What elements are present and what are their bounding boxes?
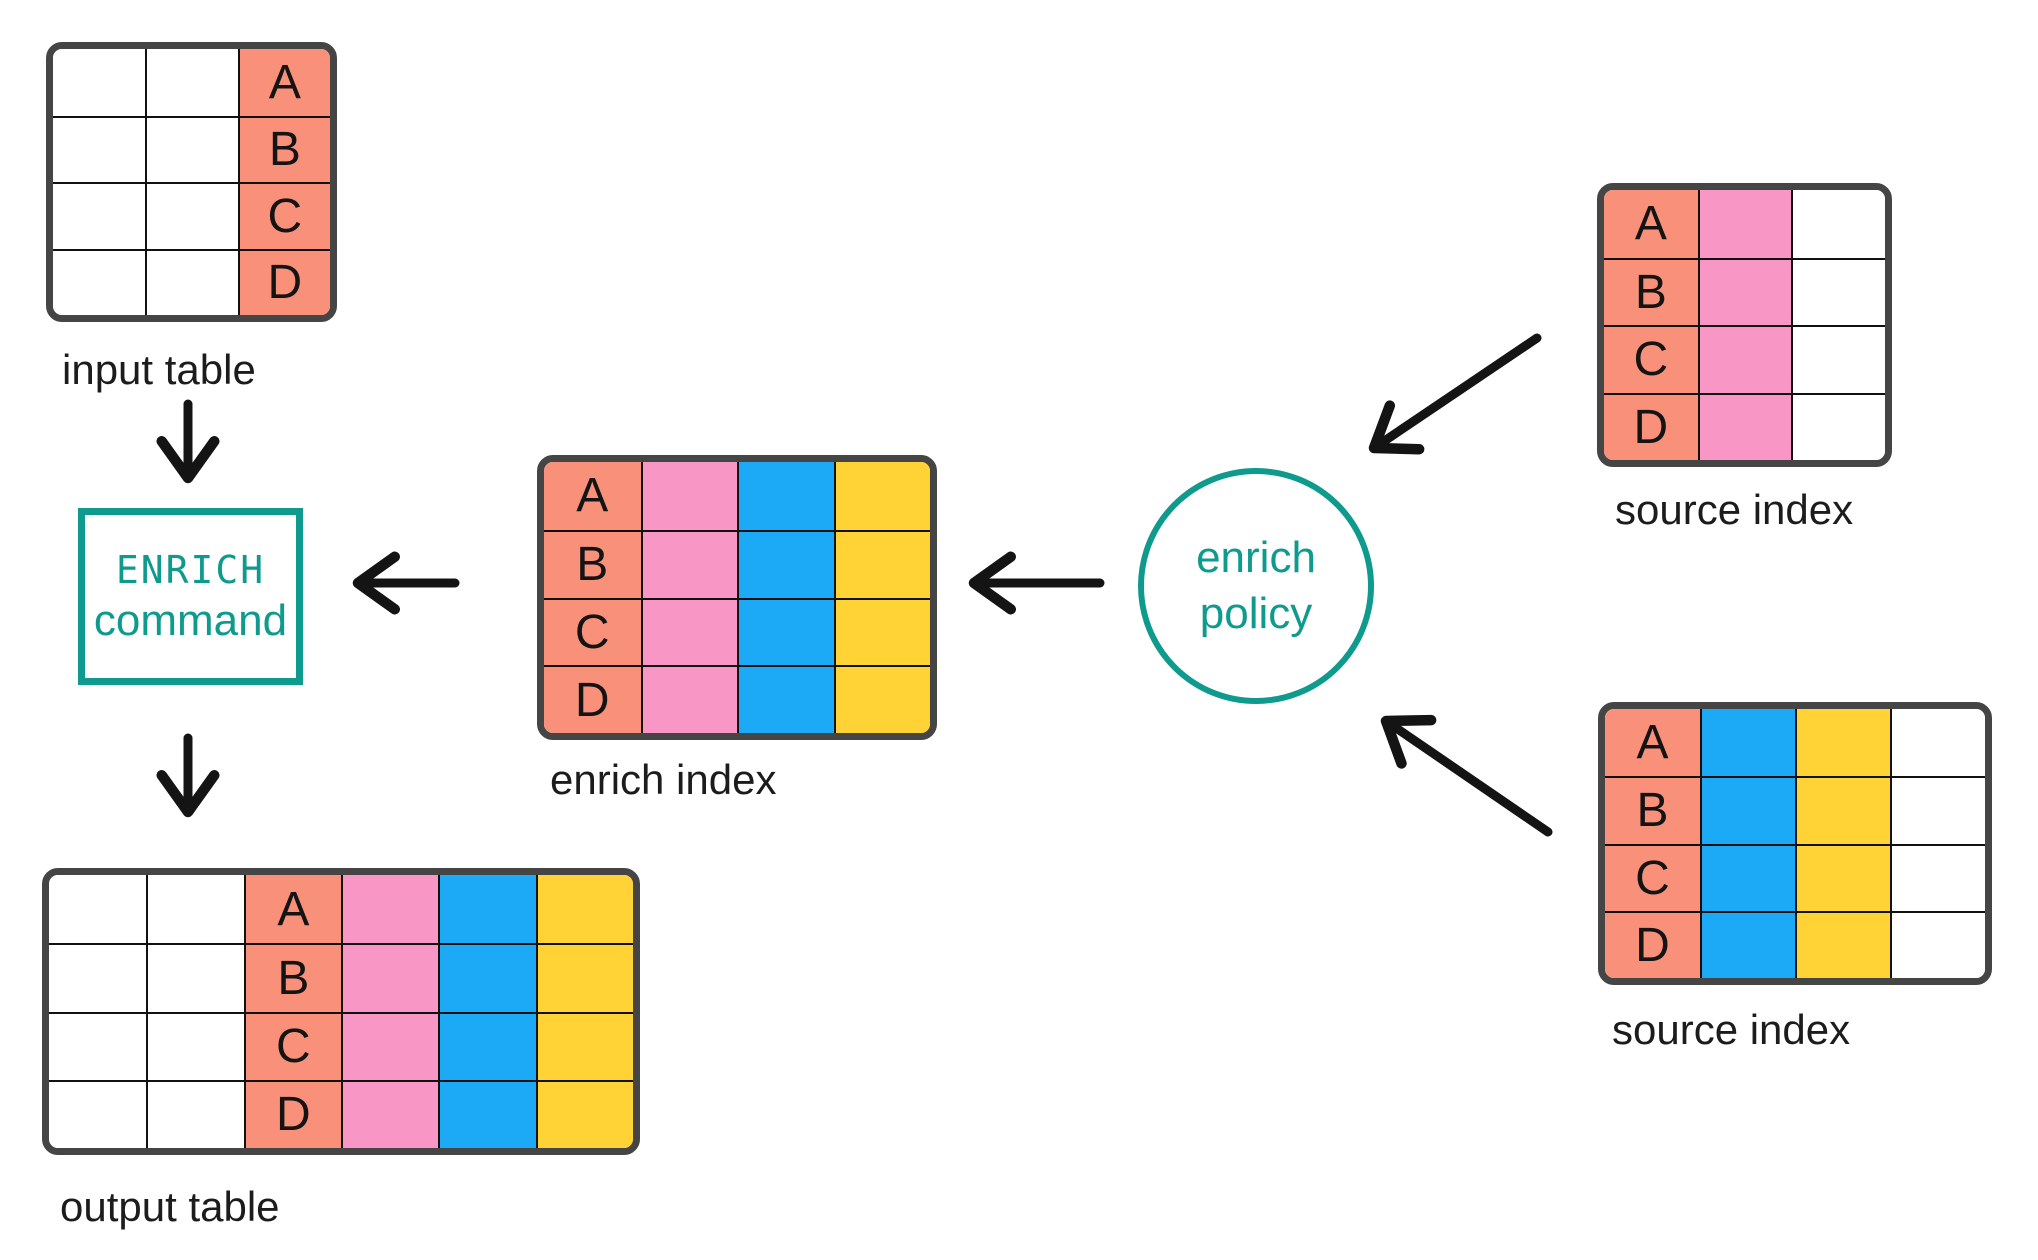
input-table-cell-r2c3: B: [237, 115, 330, 182]
source-index-bottom-cell-r2c2: [1700, 776, 1795, 844]
source-index-bottom-cell-r3c4: [1890, 843, 1985, 911]
output-table-cell-r2c2: [146, 943, 244, 1012]
source-index-top-cell-r3c2: [1697, 325, 1792, 393]
input-table-cell-r3c2: [145, 182, 238, 249]
enrich-index-cell-r1c4: [833, 462, 930, 530]
output-table-label: output table: [60, 1183, 280, 1230]
enrich-index-cell-r4c4: [833, 665, 930, 733]
output-table-cell-r2c1: [49, 943, 147, 1012]
enrich-index-cell-r3c2: [640, 597, 737, 666]
output-table-cell-r3c6: [535, 1011, 633, 1080]
output-table-cell-r2c5: [438, 943, 536, 1012]
enrich-index-label: enrich index: [550, 756, 777, 803]
output-table-cell-r3c3: C: [243, 1011, 341, 1080]
enrich-index-cell-r2c1: B: [544, 529, 641, 598]
input-table-cell-r2c1: [53, 115, 146, 182]
output-table-cell-r4c6: [535, 1079, 633, 1148]
output-table-cell-r1c3: A: [243, 875, 341, 944]
source-index-top-cell-r3c3: [1791, 325, 1885, 393]
source-index-top-cell-r1c3: [1791, 190, 1885, 258]
output-table-cell-r3c5: [438, 1011, 536, 1080]
source-index-bottom-cell-r4c4: [1890, 910, 1985, 978]
source-index-bottom-cell-r1c2: [1700, 709, 1795, 777]
output-table-cell-r3c1: [49, 1011, 147, 1080]
enrich-index-cell-r4c1: D: [544, 665, 641, 733]
enrich-index-cell-r4c3: [737, 665, 834, 733]
source-index-bottom-cell-r1c3: [1795, 709, 1890, 777]
input-table-cell-r2c2: [145, 115, 238, 182]
arrow-source-top-to-policy: [1368, 333, 1542, 455]
enrich-policy-line2: policy: [1199, 589, 1313, 638]
output-table-cell-r2c3: B: [243, 943, 341, 1012]
source-index-top-cell-r2c3: [1791, 257, 1885, 325]
output-table-cell-r3c2: [146, 1011, 244, 1080]
output-table-cell-r1c6: [535, 875, 633, 944]
source-index-top-cell-r3c1: C: [1604, 325, 1698, 393]
output-table-cell-r4c1: [49, 1079, 147, 1148]
enrich-command-word: command: [93, 595, 288, 645]
output-table-cell-r4c2: [146, 1079, 244, 1148]
output-table-cell-r2c4: [341, 943, 439, 1012]
enrich-index-cell-r3c1: C: [544, 597, 641, 666]
enrich-index-cell-r1c2: [640, 462, 737, 530]
output-table-cell-r1c2: [146, 875, 244, 944]
input-table-cell-r3c3: C: [237, 182, 330, 249]
source-index-bottom-cell-r2c1: B: [1605, 776, 1700, 844]
enrich-index-cell-r3c4: [833, 597, 930, 666]
output-table-cell-r1c5: [438, 875, 536, 944]
output-table-cell-r3c4: [341, 1011, 439, 1080]
input-table-cell-r4c2: [145, 248, 238, 315]
enrich-index-cell-r2c4: [833, 529, 930, 598]
input-table-cell-r4c3: D: [237, 248, 330, 315]
source-index-bottom-cell-r4c2: [1700, 910, 1795, 978]
source-index-bottom-cell-r1c4: [1890, 709, 1985, 777]
source-index-top-cell-r4c1: D: [1604, 392, 1698, 460]
enrich-index-cell-r2c2: [640, 529, 737, 598]
source-index-bottom-cell-r4c1: D: [1605, 910, 1700, 978]
output-table-cell-r4c3: D: [243, 1079, 341, 1148]
input-table-cell-r4c1: [53, 248, 146, 315]
source-index-top-cell-r2c1: B: [1604, 257, 1698, 325]
source-index-top-cell-r2c2: [1697, 257, 1792, 325]
source-index-bottom-cell-r4c3: [1795, 910, 1890, 978]
input-table-cell-r1c2: [145, 49, 238, 116]
source-index-bottom-cell-r3c3: [1795, 843, 1890, 911]
enrich-command-keyword: ENRICH: [115, 547, 266, 592]
enrich-index-cell-r3c3: [737, 597, 834, 666]
enrich-index-cell-r1c3: [737, 462, 834, 530]
source-index-bottom-cell-r2c4: [1890, 776, 1985, 844]
input-table-cell-r1c3: A: [237, 49, 330, 116]
enrich-index-cell-r4c2: [640, 665, 737, 733]
source-index-bottom-cell-r3c1: C: [1605, 843, 1700, 911]
output-table-cell-r4c5: [438, 1079, 536, 1148]
enrich-command-box: ENRICH command: [78, 508, 303, 685]
output-table-cell-r2c6: [535, 943, 633, 1012]
enrich-policy-line1: enrich: [1196, 532, 1316, 582]
input-table-cell-r3c1: [53, 182, 146, 249]
arrow-source-bottom-to-policy: [1380, 714, 1553, 837]
source-index-bottom-label: source index: [1612, 1006, 1851, 1053]
output-table-cell-r4c4: [341, 1079, 439, 1148]
source-index-top-label: source index: [1615, 486, 1854, 533]
output-table-cell-r1c1: [49, 875, 147, 944]
source-index-top-cell-r4c3: [1791, 392, 1885, 460]
source-index-top-cell-r1c2: [1697, 190, 1792, 258]
enrich-policy-circle: enrich policy: [1138, 468, 1374, 704]
enrich-index-cell-r1c1: A: [544, 462, 641, 530]
input-table-label: input table: [62, 346, 256, 393]
source-index-bottom-cell-r3c2: [1700, 843, 1795, 911]
source-index-top-cell-r4c2: [1697, 392, 1792, 460]
source-index-top-cell-r1c1: A: [1604, 190, 1698, 258]
output-table-cell-r1c4: [341, 875, 439, 944]
input-table-cell-r1c1: [53, 49, 146, 116]
source-index-bottom-cell-r1c1: A: [1605, 709, 1700, 777]
enrich-index-cell-r2c3: [737, 529, 834, 598]
source-index-bottom-cell-r2c3: [1795, 776, 1890, 844]
